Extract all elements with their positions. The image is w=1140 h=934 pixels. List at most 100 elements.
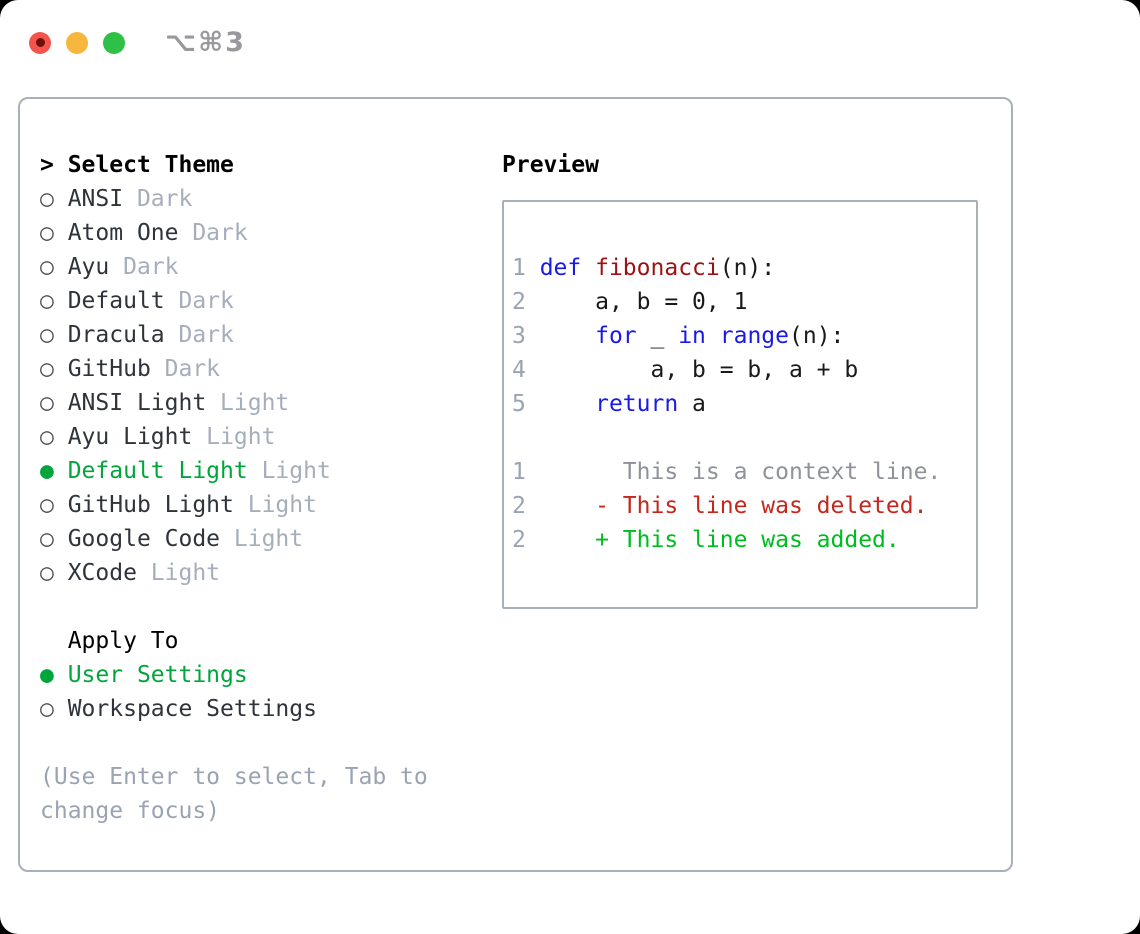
code-line: 1 def fibonacci(n): [512,251,968,285]
token-deleted: - This line was deleted. [539,493,928,519]
code-line: 3 for _ in range(n): [512,319,968,353]
token-keyword: range [719,323,789,349]
theme-name: Dracula [67,322,165,348]
code-line: 4 a, b = b, a + b [512,353,968,387]
theme-option-github[interactable]: ○ GitHub Dark [40,352,460,386]
token-plain: a, b = b, a + b [539,357,859,383]
theme-name: Ayu [67,254,110,280]
theme-variant-label: Light [220,526,304,552]
theme-variant-label: Light [206,390,290,416]
token-keyword: for [595,323,637,349]
token-keyword: in [678,323,706,349]
radio-icon: ○ [40,322,68,348]
theme-name: GitHub [67,356,151,382]
token-plain: a, b = 0, 1 [539,289,748,315]
line-number: 3 [512,323,540,349]
radio-icon: ○ [40,560,68,586]
theme-option-atom-one[interactable]: ○ Atom One Dark [40,216,460,250]
apply-option-label: Workspace Settings [67,696,317,722]
zoom-button[interactable] [103,31,125,54]
theme-option-github-light[interactable]: ○ GitHub Light Light [40,488,460,522]
spacer [40,726,460,760]
radio-icon: ○ [40,492,68,518]
token-plain: (n): [789,323,845,349]
window-title: ⌥⌘3 [165,27,246,58]
token-plain [540,391,595,417]
spacer [40,590,460,624]
line-number: 5 [512,391,540,417]
apply-option-user-settings[interactable]: ● User Settings [40,658,460,692]
apply-option-label: User Settings [67,662,248,688]
minimize-button[interactable] [66,31,88,54]
token-context: This is a context line. [539,459,942,485]
select-theme-heading: > Select Theme [40,148,460,182]
radio-icon: ○ [40,356,68,382]
theme-name: Default [67,288,165,314]
radio-selected-icon: ● [40,458,68,484]
token-keyword: def [539,255,582,281]
cursor-arrow-icon: > [40,152,68,178]
radio-icon: ○ [40,424,68,450]
apply-to-heading: Apply To [67,628,179,654]
theme-name: Google Code [67,526,221,552]
theme-variant-label: Dark [164,322,234,348]
line-number: 2 [512,493,540,519]
theme-list-column: > Select Theme ○ ANSI Dark○ Atom One Dar… [40,148,460,828]
theme-variant-label: Dark [109,254,179,280]
code-line: 2 + This line was added. [512,523,968,557]
theme-name: Default Light [67,458,248,484]
line-number: 1 [512,255,540,281]
theme-option-default[interactable]: ○ Default Dark [40,284,460,318]
footer-hint: (Use Enter to select, Tab to change focu… [40,764,428,824]
token-plain [706,323,720,349]
radio-icon: ○ [40,390,68,416]
radio-icon: ○ [40,526,68,552]
token-keyword: return [595,391,679,417]
token-plain: a [678,391,706,417]
theme-options-list: ○ ANSI Dark○ Atom One Dark○ Ayu Dark○ De… [40,182,460,590]
theme-option-ayu[interactable]: ○ Ayu Dark [40,250,460,284]
theme-variant-label: Dark [164,288,234,314]
radio-icon: ○ [40,288,68,314]
code-line: 1 This is a context line. [512,455,968,489]
theme-option-ansi-light[interactable]: ○ ANSI Light Light [40,386,460,420]
preview-heading: Preview [502,152,599,178]
theme-option-google-code[interactable]: ○ Google Code Light [40,522,460,556]
token-plain: _ [636,323,679,349]
theme-option-default-light[interactable]: ● Default Light Light [40,454,460,488]
line-number: 2 [512,527,540,553]
code-line: 5 return a [512,387,968,421]
theme-name: GitHub Light [67,492,234,518]
theme-variant-label: Light [233,492,317,518]
theme-variant-label: Light [192,424,276,450]
theme-option-ayu-light[interactable]: ○ Ayu Light Light [40,420,460,454]
line-number: 1 [512,459,540,485]
line-number: 2 [512,289,540,315]
token-plain: (n): [719,255,776,281]
theme-name: ANSI [67,186,124,212]
theme-option-dracula[interactable]: ○ Dracula Dark [40,318,460,352]
theme-option-xcode[interactable]: ○ XCode Light [40,556,460,590]
close-button[interactable] [29,31,51,54]
radio-icon: ○ [40,186,68,212]
theme-variant-label: Light [247,458,331,484]
radio-icon: ○ [40,220,68,246]
code-line: 2 a, b = 0, 1 [512,285,968,319]
theme-variant-label: Dark [178,220,248,246]
radio-icon: ○ [40,696,68,722]
apply-to-options-list: ● User Settings○ Workspace Settings [40,658,460,726]
theme-name: ANSI Light [67,390,207,416]
code-line [512,421,968,455]
theme-name: Atom One [67,220,179,246]
theme-picker-panel: > Select Theme ○ ANSI Dark○ Atom One Dar… [18,97,1013,872]
line-number: 4 [512,357,540,383]
token-plain [581,255,595,281]
theme-option-ansi[interactable]: ○ ANSI Dark [40,182,460,216]
select-theme-heading-label: Select Theme [67,152,234,178]
theme-name: XCode [67,560,137,586]
apply-option-workspace-settings[interactable]: ○ Workspace Settings [40,692,460,726]
theme-name: Ayu Light [67,424,193,450]
token-plain [540,323,595,349]
